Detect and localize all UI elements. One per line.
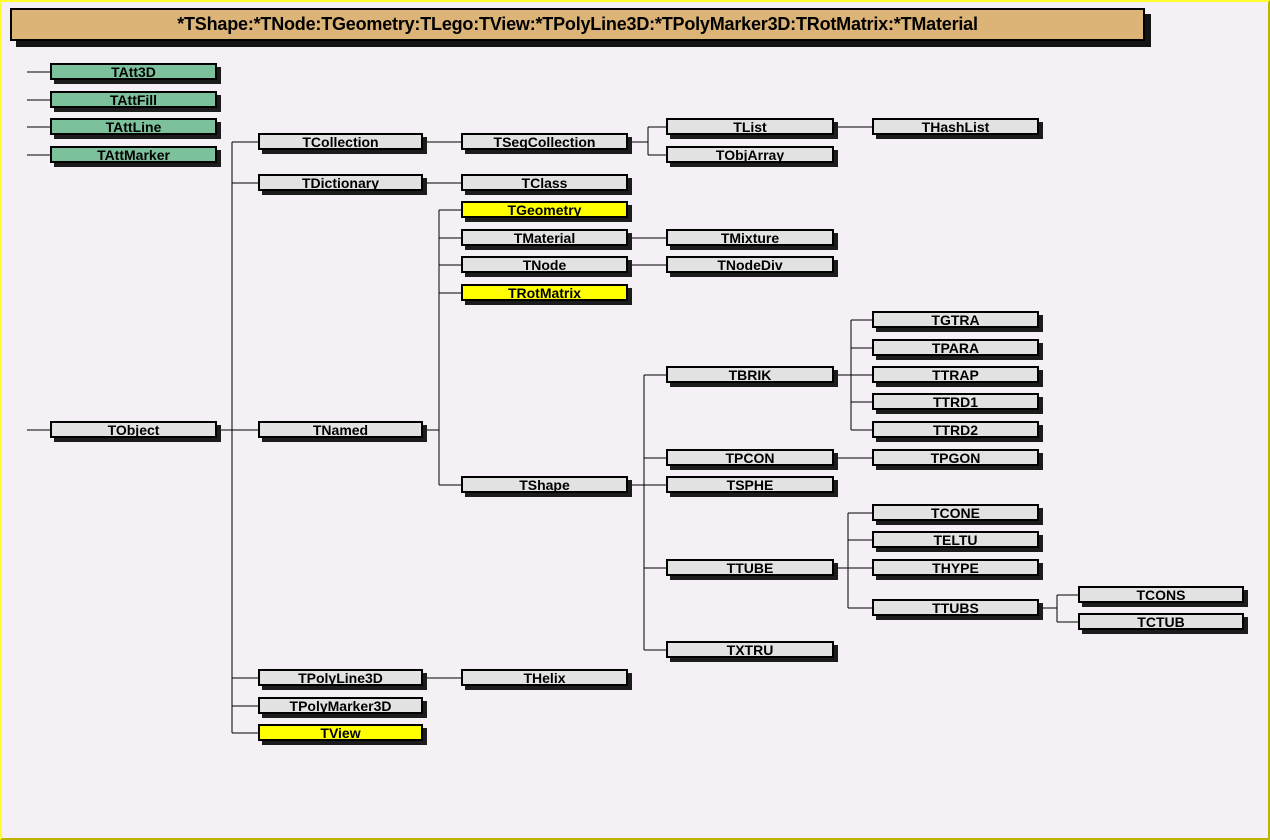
class-box-teltu[interactable]: TELTU: [872, 531, 1039, 548]
class-box-tcons[interactable]: TCONS: [1078, 586, 1244, 603]
class-box-tseqcollection[interactable]: TSeqCollection: [461, 133, 628, 150]
class-box-tctub[interactable]: TCTUB: [1078, 613, 1244, 630]
class-box-ttrd2[interactable]: TTRD2: [872, 421, 1039, 438]
class-box-tpolymarker3d[interactable]: TPolyMarker3D: [258, 697, 423, 714]
class-box-ttube[interactable]: TTUBE: [666, 559, 834, 576]
class-box-tatt3d[interactable]: TAtt3D: [50, 63, 217, 80]
class-box-tmaterial[interactable]: TMaterial: [461, 229, 628, 246]
class-box-tpolyline3d[interactable]: TPolyLine3D: [258, 669, 423, 686]
class-box-tsphe[interactable]: TSPHE: [666, 476, 834, 493]
class-box-tgeometry[interactable]: TGeometry: [461, 201, 628, 218]
class-box-tgtra[interactable]: TGTRA: [872, 311, 1039, 328]
class-box-tclass[interactable]: TClass: [461, 174, 628, 191]
class-box-tshape[interactable]: TShape: [461, 476, 628, 493]
class-box-tbrik[interactable]: TBRIK: [666, 366, 834, 383]
class-box-trotmatrix[interactable]: TRotMatrix: [461, 284, 628, 301]
class-box-tcollection[interactable]: TCollection: [258, 133, 423, 150]
class-box-tobjarray[interactable]: TObjArray: [666, 146, 834, 163]
class-box-thype[interactable]: THYPE: [872, 559, 1039, 576]
class-box-tdictionary[interactable]: TDictionary: [258, 174, 423, 191]
class-box-thelix[interactable]: THelix: [461, 669, 628, 686]
class-box-tmixture[interactable]: TMixture: [666, 229, 834, 246]
class-box-txtru[interactable]: TXTRU: [666, 641, 834, 658]
class-box-tcone[interactable]: TCONE: [872, 504, 1039, 521]
class-box-tnamed[interactable]: TNamed: [258, 421, 423, 438]
class-box-tattfill[interactable]: TAttFill: [50, 91, 217, 108]
class-box-tattline[interactable]: TAttLine: [50, 118, 217, 135]
class-box-tnodediv[interactable]: TNodeDiv: [666, 256, 834, 273]
class-box-tpgon[interactable]: TPGON: [872, 449, 1039, 466]
class-box-tnode[interactable]: TNode: [461, 256, 628, 273]
canvas-title-bar: *TShape:*TNode:TGeometry:TLego:TView:*TP…: [10, 8, 1145, 41]
class-box-thashlist[interactable]: THashList: [872, 118, 1039, 135]
class-box-tlist[interactable]: TList: [666, 118, 834, 135]
class-box-ttubs[interactable]: TTUBS: [872, 599, 1039, 616]
class-box-tpcon[interactable]: TPCON: [666, 449, 834, 466]
class-box-tattmarker[interactable]: TAttMarker: [50, 146, 217, 163]
class-box-ttrap[interactable]: TTRAP: [872, 366, 1039, 383]
class-box-tobject[interactable]: TObject: [50, 421, 217, 438]
class-box-tview[interactable]: TView: [258, 724, 423, 741]
class-box-ttrd1[interactable]: TTRD1: [872, 393, 1039, 410]
class-box-tpara[interactable]: TPARA: [872, 339, 1039, 356]
